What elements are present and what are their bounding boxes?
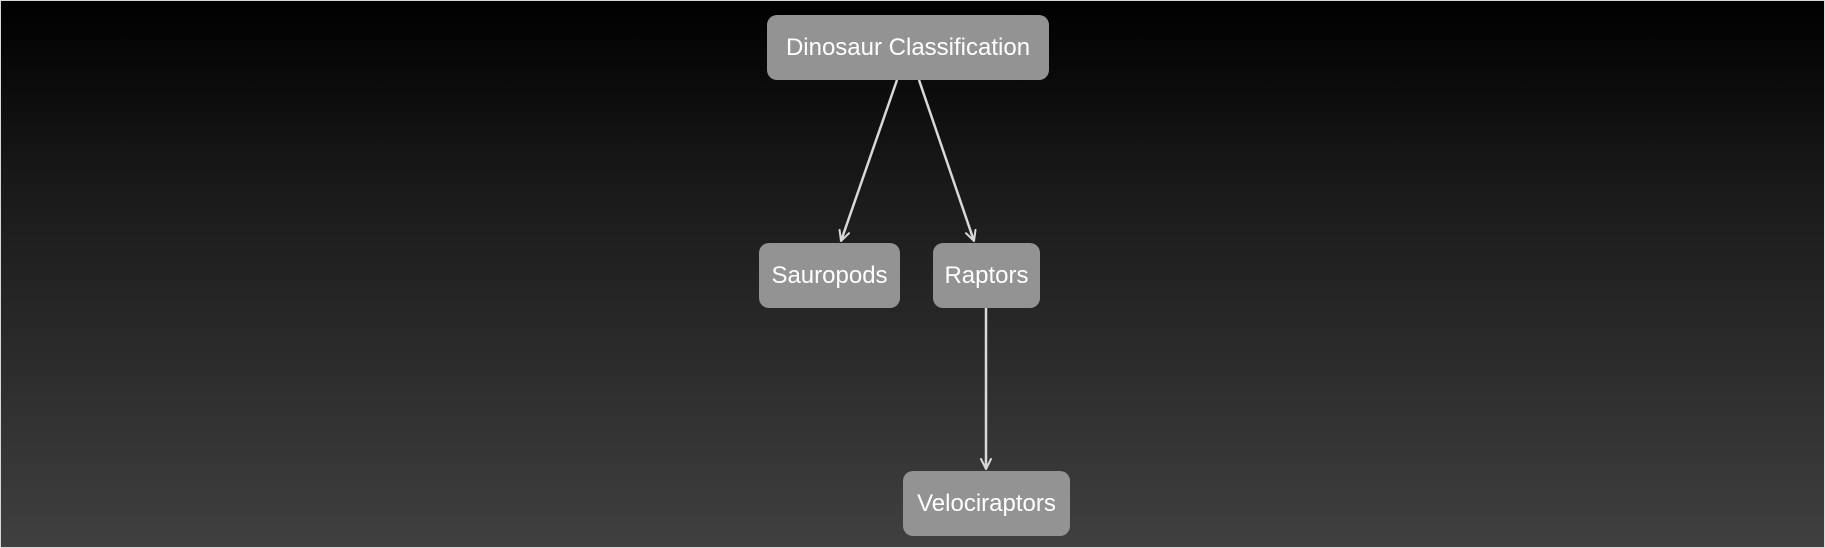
node-velociraptors[interactable]: Velociraptors bbox=[903, 471, 1070, 536]
node-dinosaur-classification[interactable]: Dinosaur Classification bbox=[767, 15, 1049, 80]
edge-root-to-raptors bbox=[917, 79, 977, 242]
edge-root-to-sauropods bbox=[838, 79, 899, 242]
node-sauropods[interactable]: Sauropods bbox=[759, 243, 900, 308]
node-raptors[interactable]: Raptors bbox=[933, 243, 1040, 308]
